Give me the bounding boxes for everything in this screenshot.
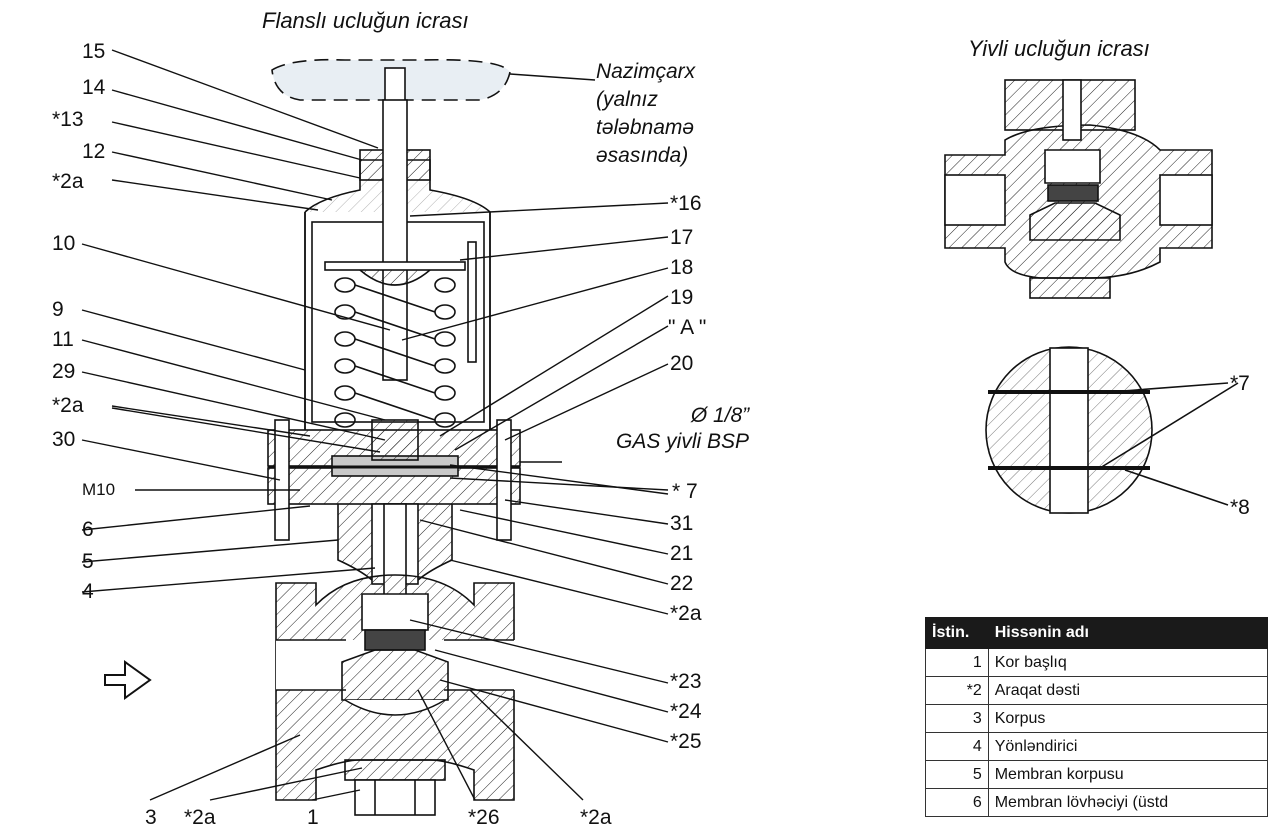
detail-label-7: *7 — [1230, 372, 1250, 395]
label-21: 21 — [670, 542, 694, 565]
parts-table-header: İstin. Hissənin adı — [925, 617, 1268, 649]
label-1: 1 — [307, 806, 319, 829]
label-2a-right: *2a — [670, 602, 702, 625]
label-29: 29 — [52, 360, 76, 383]
row-name: Membran lövhəciyi (üstd — [987, 788, 1268, 817]
parts-table-wrap: İstin. Hissənin adı 1 Kor başlıq *2 Araq… — [925, 617, 1268, 838]
label-12: 12 — [82, 140, 106, 163]
row-name: Korpus — [987, 704, 1268, 733]
label-5: 5 — [82, 550, 94, 573]
row-no: 3 — [925, 704, 989, 733]
label-20: 20 — [670, 352, 694, 375]
spring-plate — [324, 261, 466, 271]
label-10: 10 — [52, 232, 76, 255]
handwheel-note: Nazimçarx (yalnız tələbnamə əsasında) — [596, 58, 695, 170]
label-4: 4 — [82, 580, 94, 603]
label-2a-bottom-right: *2a — [580, 806, 612, 829]
table-row: 6 Membran lövhəciyi (üstd — [925, 788, 1268, 817]
label-17: 17 — [670, 226, 694, 249]
detail-label-8: *8 — [1230, 496, 1250, 519]
table-row: 3 Korpus — [925, 704, 1268, 733]
gas-note-thread: GAS yivli BSP — [616, 430, 750, 453]
label-11: 11 — [52, 328, 74, 351]
handwheel-note-line: Nazimçarx — [596, 60, 696, 83]
spring-coils — [334, 277, 456, 428]
label-30: 30 — [52, 428, 76, 451]
label-24: *24 — [670, 700, 702, 723]
stem — [382, 99, 408, 381]
row-no: 6 — [925, 788, 989, 817]
handwheel-note-line: əsasında) — [596, 144, 689, 167]
label-31: 31 — [670, 512, 694, 535]
valve-seat — [341, 649, 449, 701]
header-ref: İstin. — [925, 617, 989, 649]
row-no: *2 — [925, 676, 989, 705]
row-no: 1 — [925, 648, 989, 677]
label-15: 15 — [82, 40, 106, 63]
label-14: 14 — [82, 76, 106, 99]
row-name: Membran korpusu — [987, 760, 1268, 789]
caption-flanged: Flanslı ucluğun icrası — [262, 8, 469, 33]
label-3: 3 — [145, 806, 157, 829]
table-row: 1 Kor başlıq — [925, 648, 1268, 677]
label-6: 6 — [82, 518, 94, 541]
flow-arrow-icon — [104, 660, 152, 700]
table-row: 5 Membran korpusu — [925, 760, 1268, 789]
row-name: Kor başlıq — [987, 648, 1268, 677]
gas-note: Ø 1/8” — [665, 402, 775, 430]
valve-plug — [361, 593, 429, 631]
label-a: " A " — [668, 316, 707, 339]
label-2a-top: *2a — [52, 170, 84, 193]
handwheel-note-line: tələbnamə — [596, 116, 695, 139]
label-2a-mid: *2a — [52, 394, 84, 417]
label-25: *25 — [670, 730, 702, 753]
table-row: 4 Yönləndirici — [925, 732, 1268, 761]
label-7: * 7 — [672, 480, 698, 503]
label-13: *13 — [52, 108, 84, 131]
label-23: *23 — [670, 670, 702, 693]
label-18: 18 — [670, 256, 694, 279]
handwheel-note-line: (yalnız — [596, 88, 658, 111]
row-name: Yönləndirici — [987, 732, 1268, 761]
row-no: 5 — [925, 760, 989, 789]
label-19: 19 — [670, 286, 694, 309]
label-26: *26 — [468, 806, 500, 829]
parts-table: İstin. Hissənin adı 1 Kor başlıq *2 Araq… — [925, 617, 1268, 817]
label-2a-bottom-left: *2a — [184, 806, 216, 829]
label-9: 9 — [52, 298, 64, 321]
label-16: *16 — [670, 192, 702, 215]
table-row: *2 Araqat dəsti — [925, 676, 1268, 705]
label-22: 22 — [670, 572, 694, 595]
caption-threaded: Yivli ucluğun icrası — [968, 36, 1150, 61]
row-no: 4 — [925, 732, 989, 761]
label-m10: M10 — [82, 480, 116, 499]
row-name: Araqat dəsti — [987, 676, 1268, 705]
gas-note-line: Ø 1/8” — [690, 404, 750, 427]
bottom-cap — [344, 759, 446, 781]
header-name: Hissənin adı — [987, 617, 1268, 649]
